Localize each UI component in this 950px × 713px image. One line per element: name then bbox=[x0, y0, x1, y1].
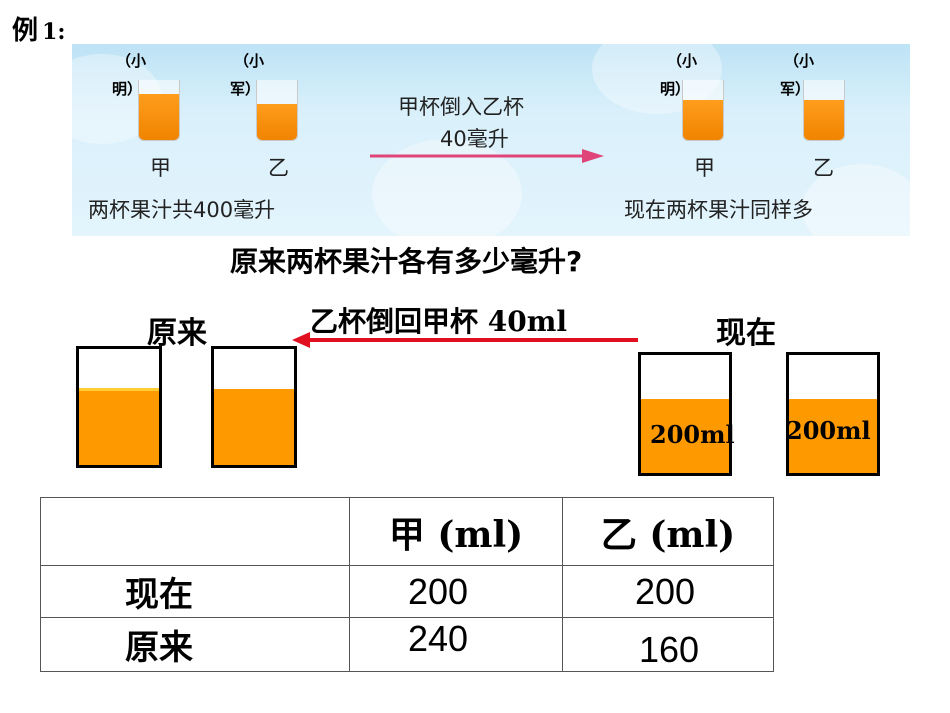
beaker-jia-now bbox=[638, 352, 732, 476]
person-label-1b: 明） bbox=[112, 80, 143, 98]
beaker-jia-now-amount: 200ml bbox=[650, 420, 735, 449]
example-label: 例 bbox=[12, 16, 39, 46]
pour-back-arrow-icon bbox=[292, 332, 638, 348]
cup-label-yi-2: 乙 bbox=[813, 156, 834, 180]
person-label-4b: 军） bbox=[780, 80, 811, 98]
header-jia: 甲 (ml) bbox=[349, 497, 563, 566]
arrow-text-line1: 甲杯倒入乙杯 bbox=[398, 95, 524, 119]
row-label-original: 原来 bbox=[40, 617, 350, 672]
cup-label-yi-1: 乙 bbox=[268, 156, 289, 180]
juice-banner: （小 明） （小 军） （小 明） （小 军） 甲 乙 甲 乙 两杯果汁共400… bbox=[72, 44, 910, 236]
left-caption: 两杯果汁共400毫升 bbox=[88, 198, 276, 222]
person-label-4a: （小 bbox=[784, 52, 815, 70]
beaker-yi-now-amount: 200ml bbox=[786, 416, 871, 445]
banner-arrow-icon bbox=[370, 149, 604, 163]
table-row: 现在 200 200 bbox=[40, 565, 774, 618]
row-label-now: 现在 bbox=[40, 565, 350, 618]
cell-jia-original: 240 bbox=[349, 617, 563, 672]
cup-yi-after bbox=[803, 80, 845, 141]
cup-jia-after bbox=[682, 80, 724, 141]
table-header-row: 甲 (ml) 乙 (ml) bbox=[40, 497, 774, 566]
header-empty-cell bbox=[40, 497, 350, 566]
beaker-yi-now bbox=[786, 352, 880, 476]
cell-yi-now: 200 bbox=[562, 565, 774, 618]
cup-yi-before bbox=[256, 80, 298, 141]
original-label: 原来 bbox=[147, 316, 207, 351]
cup-label-jia-1: 甲 bbox=[150, 156, 171, 180]
comparison-table: 甲 (ml) 乙 (ml) 现在 200 200 原来 240 160 bbox=[40, 497, 774, 672]
right-caption: 现在两杯果汁同样多 bbox=[624, 198, 813, 222]
pour-back-text: 乙杯倒回甲杯 40ml bbox=[310, 305, 567, 338]
question-text: 原来两杯果汁各有多少毫升? bbox=[230, 245, 583, 278]
example-number: 1: bbox=[42, 19, 66, 45]
table-row: 原来 240 160 bbox=[40, 617, 774, 672]
cup-label-jia-2: 甲 bbox=[694, 156, 715, 180]
person-label-2b: 军） bbox=[230, 80, 261, 98]
beaker-jia-original bbox=[76, 346, 162, 468]
person-label-2a: （小 bbox=[234, 52, 265, 70]
person-label-1a: （小 bbox=[116, 52, 147, 70]
cell-yi-original: 160 bbox=[562, 617, 774, 672]
arrow-text-line2: 40毫升 bbox=[440, 127, 509, 151]
now-label: 现在 bbox=[716, 316, 776, 351]
header-yi: 乙 (ml) bbox=[562, 497, 774, 566]
beaker-yi-original bbox=[211, 346, 297, 468]
cell-jia-now: 200 bbox=[349, 565, 563, 618]
person-label-3a: （小 bbox=[667, 52, 698, 70]
person-label-3b: 明） bbox=[660, 80, 691, 98]
cup-jia-before bbox=[138, 80, 180, 141]
